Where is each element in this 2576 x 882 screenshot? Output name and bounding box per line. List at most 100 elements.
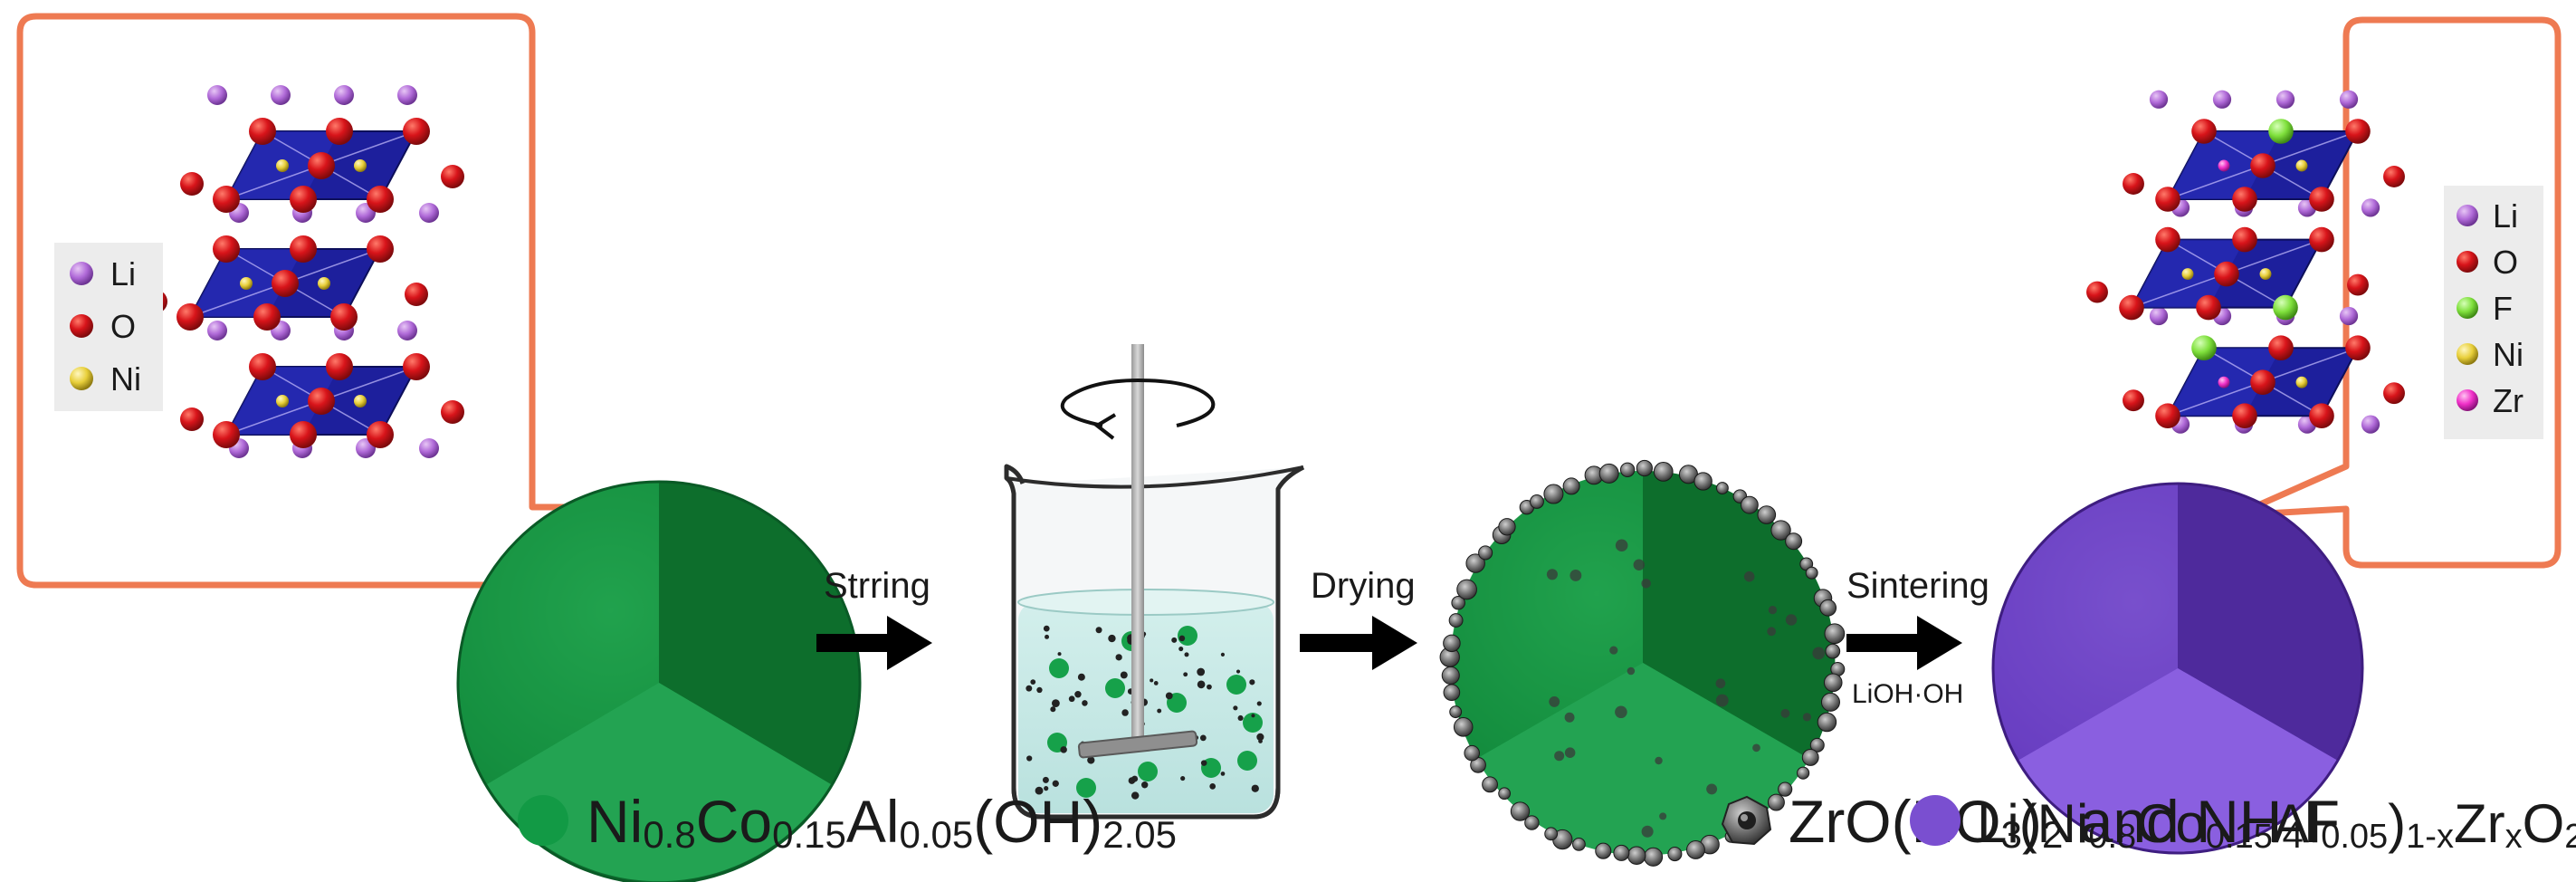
coating-particle: [1812, 647, 1826, 660]
product-sphere: [1991, 482, 2364, 855]
coating-particle: [1441, 666, 1460, 685]
coating-dot: [1197, 667, 1206, 676]
left-legend-ni-icon: [70, 367, 93, 390]
right-legend-o-label: O: [2493, 244, 2518, 281]
precursor-particle: [1226, 675, 1246, 695]
coating-dot: [1121, 709, 1129, 716]
li-atom: [2212, 90, 2232, 109]
coating-dot: [1044, 786, 1049, 791]
precursor-particle: [1243, 713, 1263, 733]
coating-particles: [1439, 459, 1846, 867]
coating-dot: [1043, 625, 1050, 632]
coating-particle: [1823, 673, 1843, 693]
o-atom: [326, 353, 353, 380]
left-crystal-structure: [144, 85, 464, 458]
o-atom: [213, 235, 240, 263]
o-atom: [330, 303, 358, 331]
coating-particle: [1741, 495, 1759, 514]
coating-particle: [1743, 570, 1755, 582]
right-legend-f-label: F: [2493, 290, 2513, 327]
coating-particle: [1456, 579, 1477, 600]
coating-dot: [1209, 783, 1216, 790]
coating-dot: [1141, 781, 1149, 789]
coating-dot: [1060, 746, 1067, 753]
li-atom: [334, 85, 354, 105]
o-atom: [2309, 187, 2334, 212]
precursor-particle: [1237, 751, 1257, 771]
beaker: [1004, 344, 1305, 820]
caption-product-formula: Li(Ni0.8Co0.15Al0.05)1-xZrxO2-yFy: [1977, 793, 2576, 856]
coating-particle: [1543, 484, 1564, 504]
right-legend-ni-label: Ni: [2493, 336, 2524, 373]
precursor-particle: [1105, 678, 1125, 698]
left-legend-ni-label: Ni: [110, 360, 141, 398]
coating-particle: [1562, 477, 1580, 495]
step-sintering-label: Sintering: [1846, 566, 1989, 606]
o-atom: [2123, 389, 2144, 412]
precursor-marker-icon: [518, 795, 568, 846]
coating-particle: [1778, 781, 1793, 797]
coating-particle: [1653, 462, 1674, 482]
coating-particle: [1549, 696, 1560, 707]
step-drying-label: Drying: [1311, 566, 1416, 606]
coating-particle: [1797, 766, 1810, 780]
o-atom: [2345, 119, 2371, 144]
coating-dot: [1200, 760, 1207, 766]
o-atom: [2191, 335, 2217, 361]
right-legend-f-icon: [2457, 297, 2478, 319]
coated-sphere: [1439, 459, 1846, 867]
coating-particle: [1478, 545, 1493, 561]
coating-dot: [1183, 672, 1188, 677]
coating-particle: [1801, 749, 1819, 766]
li-atom: [2339, 306, 2359, 326]
ni-atom: [318, 277, 330, 290]
o-atom: [2155, 403, 2180, 429]
coating-dot: [1236, 669, 1241, 674]
o-atom: [2086, 281, 2108, 303]
coating-dot: [1150, 678, 1154, 683]
coating-dot: [1074, 691, 1082, 698]
precursor-sphere: [456, 480, 862, 882]
left-legend-li-label: Li: [110, 255, 136, 292]
o-atom: [2119, 294, 2144, 321]
ni-atom: [2218, 159, 2230, 172]
coating-particle: [1767, 793, 1785, 811]
coating-dot: [1249, 679, 1255, 685]
right-legend-li-icon: [2457, 205, 2478, 226]
left-legend-o-icon: [70, 314, 93, 338]
coating-particle: [1824, 623, 1846, 645]
ni-atom: [240, 277, 253, 290]
coating-dot: [1035, 786, 1044, 795]
coating-dot: [1251, 784, 1259, 792]
o-atom: [2196, 294, 2221, 321]
caption-precursor-formula: Ni0.8Co0.15Al0.05(OH)2.05: [587, 788, 1177, 856]
o-atom: [403, 353, 430, 380]
coating-dot: [1087, 756, 1095, 764]
o-atom: [2309, 403, 2334, 429]
coating-dot: [1052, 780, 1059, 787]
right-legend-items: Li O F Ni Zr: [2444, 186, 2543, 439]
coating-dot: [1128, 777, 1136, 784]
o-atom: [2268, 335, 2294, 361]
coating-particle: [1564, 747, 1576, 758]
coating-particle: [1443, 634, 1461, 653]
ni-atom: [354, 395, 367, 407]
o-atom: [213, 186, 240, 213]
coating-particle: [1693, 472, 1713, 491]
left-legend: Li O Ni: [54, 243, 163, 411]
o-atom: [2232, 187, 2257, 212]
coating-particle: [1802, 713, 1812, 722]
o-atom: [2155, 187, 2180, 212]
drying-arrow: [1300, 616, 1417, 670]
coating-particle: [1595, 842, 1612, 859]
coating-particle: [1636, 459, 1653, 477]
o-atom: [180, 172, 204, 196]
step-stirring-label: Strring: [824, 566, 930, 606]
coating-dot: [1178, 635, 1186, 642]
coating-particle: [1715, 678, 1726, 689]
o-atom: [2191, 119, 2217, 144]
coating-particle: [1453, 717, 1474, 737]
o-atom: [2383, 166, 2405, 187]
o-atom: [290, 186, 317, 213]
